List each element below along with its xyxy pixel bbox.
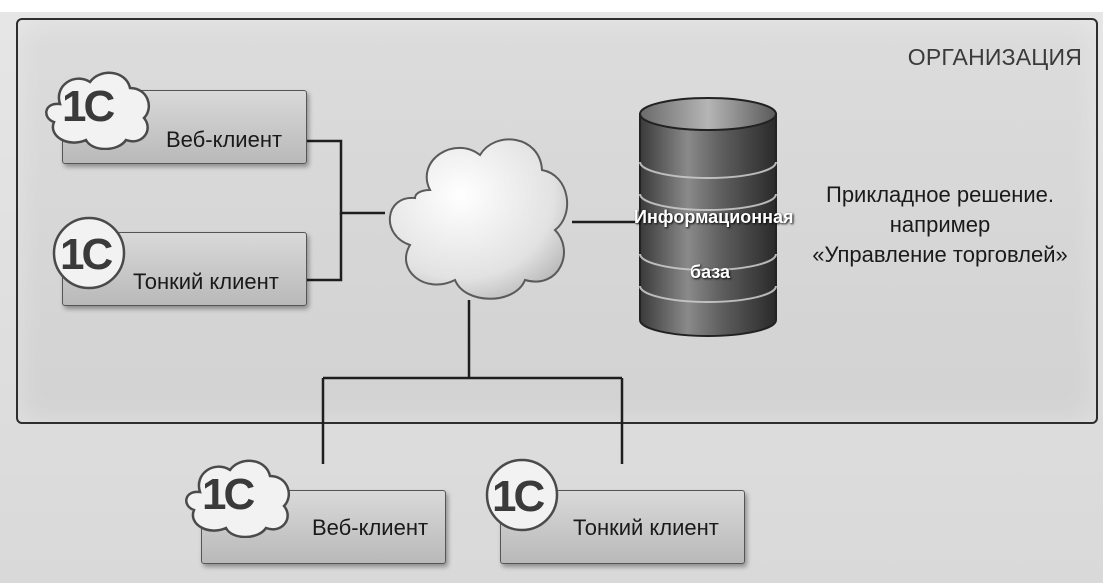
network-cloud-icon <box>388 138 569 300</box>
1c-logo-text: 1С <box>202 470 255 519</box>
application-line2: например <box>889 212 991 237</box>
database-label-line1: Информационная <box>634 207 794 227</box>
organization-title: ОРГАНИЗАЦИЯ <box>907 44 1082 70</box>
link-thinclient-top <box>307 213 343 282</box>
link-webclient-top <box>307 139 385 215</box>
1c-logo-text: 1С <box>62 82 115 131</box>
application-line1: Прикладное решение. <box>826 182 1054 207</box>
1c-logo-text: 1С <box>60 230 113 279</box>
1c-logo-icon <box>485 458 559 532</box>
client-label: Тонкий клиент <box>573 515 719 540</box>
database-label-line2: база <box>690 262 731 282</box>
database-cylinder-icon <box>639 97 777 337</box>
1c-logo-icon <box>52 216 126 290</box>
client-label: Веб-клиент <box>312 515 429 540</box>
1c-logo-icon <box>45 71 150 150</box>
application-line3: «Управление торговлей» <box>812 242 1068 267</box>
client-label: Веб-клиент <box>166 127 283 152</box>
1c-logo-icon <box>185 459 290 538</box>
client-label: Тонкий клиент <box>133 269 279 294</box>
1c-logo-text: 1С <box>492 472 545 521</box>
application-description: Прикладное решение. например «Управление… <box>800 180 1080 270</box>
